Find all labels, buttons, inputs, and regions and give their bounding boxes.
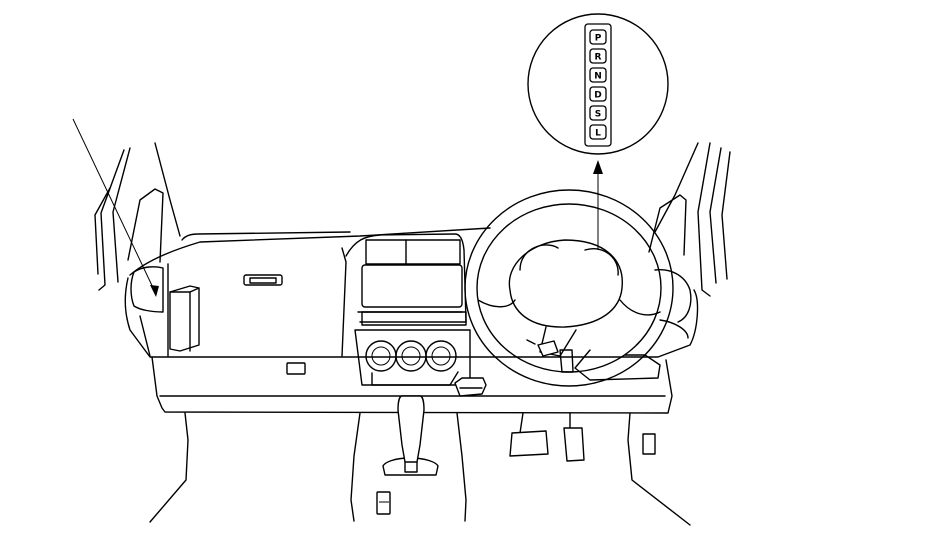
leader-line	[72, 118, 157, 295]
console-switch	[376, 491, 391, 515]
callout-arrowhead	[593, 160, 603, 174]
gear-badge-p	[589, 29, 607, 45]
center-panel-base	[371, 371, 459, 386]
shifter-connector	[454, 377, 487, 397]
gear-badge-n	[589, 67, 607, 83]
accelerator-pedal	[563, 412, 585, 462]
small-switch	[286, 362, 306, 375]
left-door-frame	[94, 142, 181, 291]
gear-badge-l	[589, 124, 607, 140]
gear-label-l: L	[595, 129, 601, 139]
gear-badge-r	[589, 48, 607, 64]
glovebox-handle	[243, 274, 283, 286]
climate-control-knobs	[365, 340, 457, 372]
gear-label-s: S	[595, 110, 601, 120]
gear-badge-d	[589, 86, 607, 102]
gear-label-p: P	[595, 34, 602, 44]
gear-badge-s	[589, 105, 607, 121]
instrument-cluster	[559, 268, 692, 381]
center-stack	[345, 233, 471, 386]
gear-label-r: R	[595, 53, 602, 63]
left-air-vent	[130, 266, 164, 313]
brake-pedal	[509, 412, 549, 457]
gear-shift-lever	[397, 395, 425, 473]
ignition-switch	[537, 340, 559, 357]
gear-label-n: N	[594, 72, 602, 82]
left-kick-panel	[149, 412, 189, 523]
right-door-frame	[648, 142, 731, 297]
right-kick-panel	[627, 412, 691, 526]
leader-arrowhead	[150, 285, 159, 297]
under-dash-fuse-box	[169, 285, 200, 352]
gear-label-d: D	[594, 91, 601, 101]
